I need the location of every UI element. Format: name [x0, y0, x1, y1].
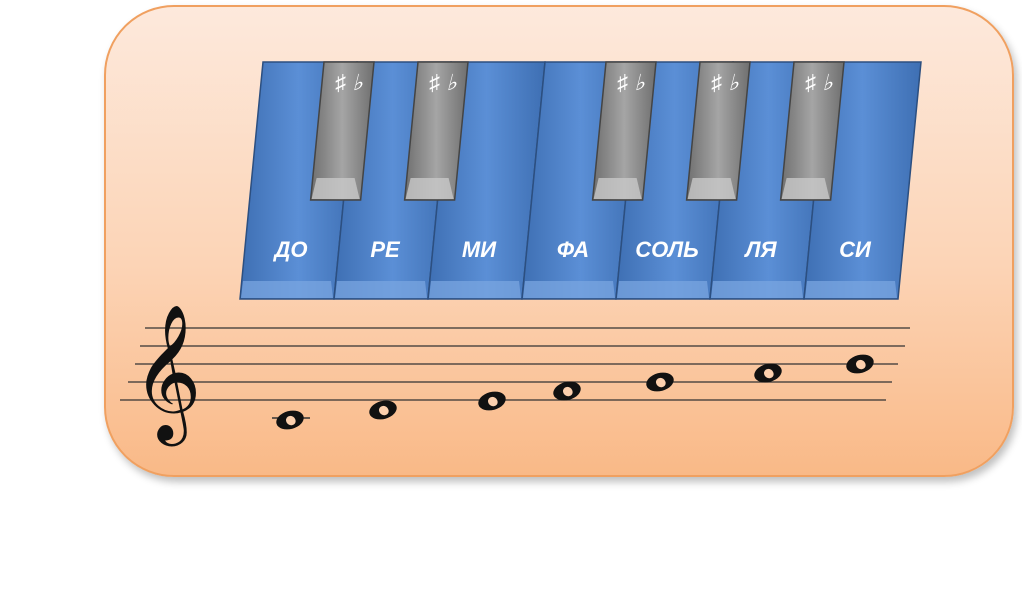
note-si	[844, 352, 876, 377]
key-label: МИ	[462, 237, 497, 262]
sharp-flat-label: ♯ ♭	[617, 70, 645, 95]
key-bevel	[782, 178, 830, 199]
key-bevel	[406, 178, 454, 199]
sharp-flat-label: ♯ ♭	[711, 70, 739, 95]
key-bevel	[241, 281, 333, 298]
sharp-flat-label: ♯ ♭	[335, 70, 363, 95]
note-do	[272, 408, 310, 433]
key-label: СИ	[839, 237, 872, 262]
key-label: ФА	[557, 237, 589, 262]
sharp-flat-label: ♯ ♭	[429, 70, 457, 95]
key-bevel	[711, 281, 803, 298]
key-bevel	[594, 178, 642, 199]
key-label: ДО	[273, 237, 308, 262]
key-label: РЕ	[370, 237, 401, 262]
key-bevel	[617, 281, 709, 298]
key-label: СОЛЬ	[635, 237, 698, 262]
sharp-flat-label: ♯ ♭	[805, 70, 833, 95]
note-sol	[644, 370, 676, 395]
key-bevel	[805, 281, 897, 298]
note-re	[367, 398, 399, 423]
key-label: ЛЯ	[743, 237, 777, 262]
key-bevel	[688, 178, 736, 199]
key-bevel	[335, 281, 427, 298]
key-bevel	[523, 281, 615, 298]
note-mi	[476, 389, 508, 414]
music-staff: 𝄞	[120, 305, 910, 446]
treble-clef-icon: 𝄞	[132, 305, 202, 446]
key-bevel	[312, 178, 360, 199]
key-bevel	[429, 281, 521, 298]
